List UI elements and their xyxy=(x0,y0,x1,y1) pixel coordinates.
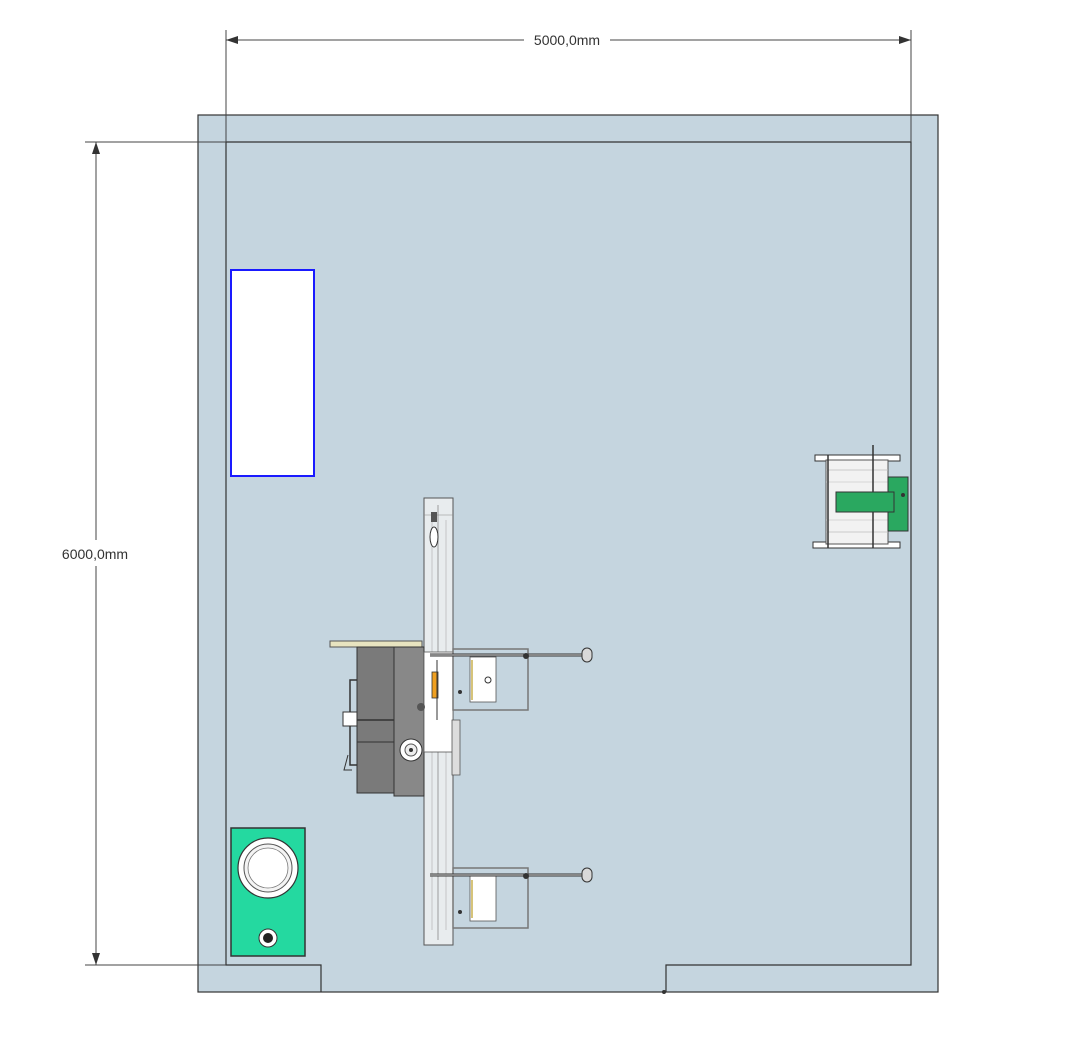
upper-stop-arm xyxy=(430,647,593,711)
coil-stand xyxy=(812,445,909,549)
saw-machine xyxy=(329,640,461,797)
lower-stop-arm xyxy=(430,867,593,929)
dust-extractor xyxy=(230,827,306,957)
door-hinge-point xyxy=(662,990,666,994)
circular-filter-icon xyxy=(237,837,299,899)
room-inner-wall xyxy=(225,141,912,992)
width-dimension-label: 5000,0mm xyxy=(534,32,600,48)
workbench-cabinet xyxy=(230,269,315,477)
height-dimension: 6000,0mm xyxy=(62,141,226,966)
room xyxy=(197,114,939,994)
width-dimension: 5000,0mm xyxy=(225,30,912,142)
saw-blade-icon xyxy=(399,738,423,762)
height-dimension-label: 6000,0mm xyxy=(62,546,128,562)
room-outer-wall xyxy=(197,114,939,993)
motor-icon xyxy=(258,928,278,948)
